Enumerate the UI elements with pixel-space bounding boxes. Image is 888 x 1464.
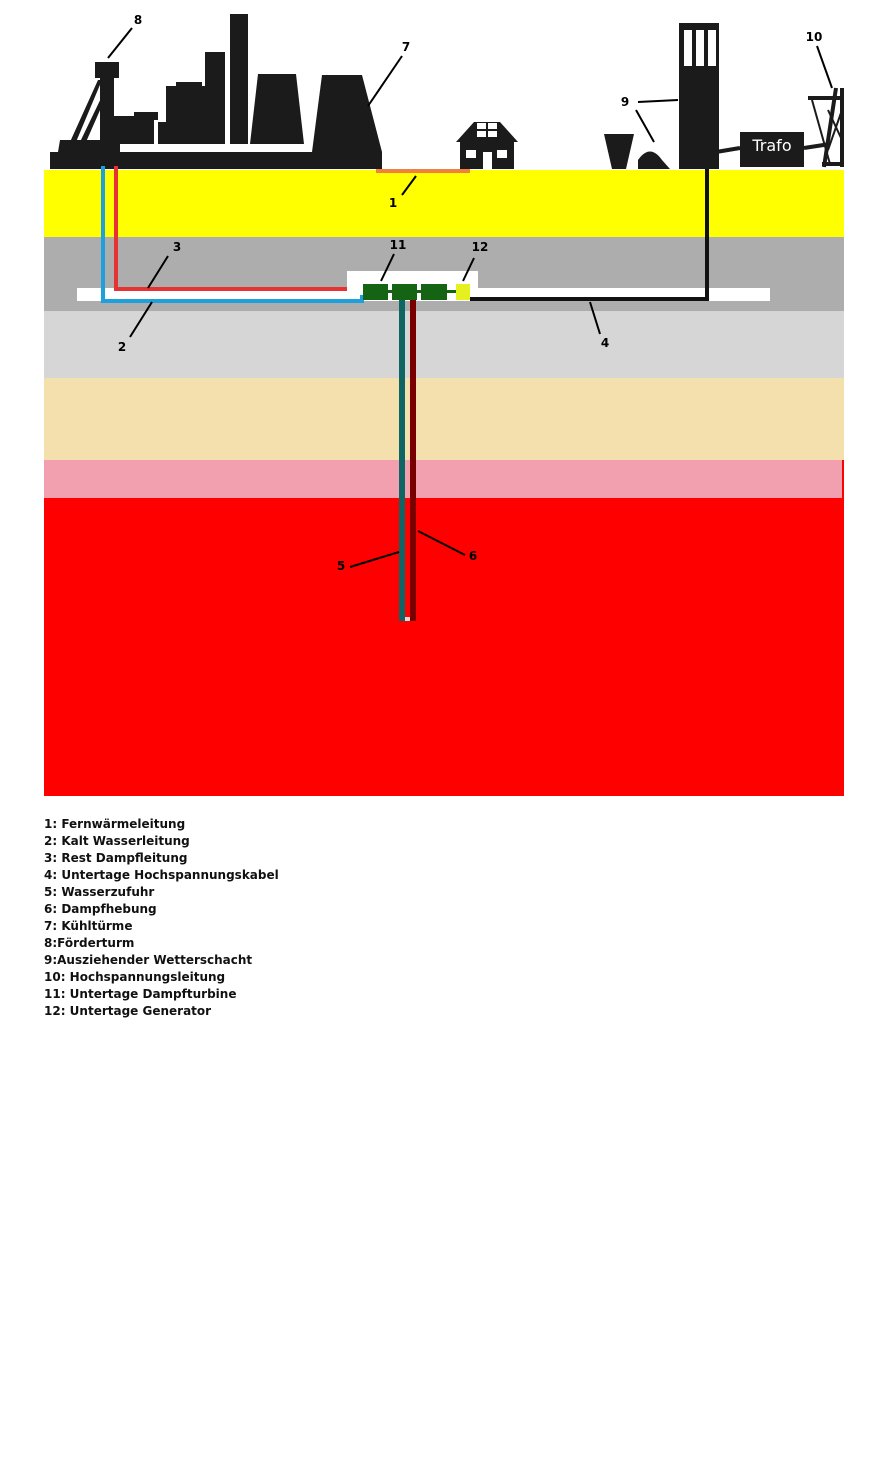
legend-item-5: 5: Wasserzufuhr xyxy=(44,885,155,899)
generator xyxy=(456,284,470,300)
legend-item-9: 9:Ausziehender Wetterschacht xyxy=(44,953,253,967)
industrial-skyline-icon xyxy=(50,14,382,169)
legend: 1: Fernwärmeleitung 2: Kalt Wasserleitun… xyxy=(44,816,279,1020)
house-icon xyxy=(456,122,518,169)
geothermal-plant-diagram: Trafo xyxy=(44,13,844,796)
hv-cable xyxy=(470,169,709,301)
callout-8: 8 xyxy=(134,13,142,27)
legend-item-4: 4: Untertage Hochspannungskabel xyxy=(44,868,279,882)
turbine-unit-2 xyxy=(392,284,417,300)
callout-2: 2 xyxy=(118,340,126,354)
layer-hot-zone xyxy=(44,498,844,796)
legend-item-10: 10: Hochspannungsleitung xyxy=(44,970,226,984)
callout-10: 10 xyxy=(806,30,823,44)
layer-hot-rock xyxy=(44,460,844,462)
legend-item-2: 2: Kalt Wasserleitung xyxy=(44,834,190,848)
layer-topsoil xyxy=(44,170,844,237)
callout-11: 11 xyxy=(390,238,407,252)
callout-numbers: 1 2 3 4 5 6 7 8 9 10 11 12 xyxy=(118,13,823,573)
turbine-generator xyxy=(363,284,470,300)
callout-3: 3 xyxy=(173,240,181,254)
trafo-label: Trafo xyxy=(751,136,791,155)
ventilation-shaft-tower-icon xyxy=(604,23,719,169)
callout-4: 4 xyxy=(601,336,609,350)
callout-1: 1 xyxy=(389,196,397,210)
legend-item-7: 7: Kühltürme xyxy=(44,919,133,933)
legend-item-3: 3: Rest Dampfleitung xyxy=(44,851,188,865)
residual-steam-pipe xyxy=(114,166,347,291)
layer-light-rock xyxy=(44,311,844,378)
callout-9: 9 xyxy=(621,95,629,109)
legend-item-11: 11: Untertage Dampfturbine xyxy=(44,987,237,1001)
turbine-unit-3 xyxy=(421,284,447,300)
transformer-icon: Trafo xyxy=(715,132,831,167)
callout-7: 7 xyxy=(402,40,410,54)
callout-leaders xyxy=(107,27,833,568)
callout-12: 12 xyxy=(472,240,489,254)
ground-layers xyxy=(44,170,844,796)
legend-item-12: 12: Untertage Generator xyxy=(44,1004,212,1018)
turbine-unit-1 xyxy=(363,284,388,300)
layer-hot-zone-edge xyxy=(842,460,844,498)
callout-5: 5 xyxy=(337,559,345,573)
power-pylon-icon xyxy=(808,87,844,168)
pipes-and-cables xyxy=(101,166,709,621)
layer-sand xyxy=(44,378,844,460)
layer-pink xyxy=(44,460,842,498)
legend-item-6: 6: Dampfhebung xyxy=(44,902,157,916)
cold-water-pipe xyxy=(101,166,364,303)
legend-item-1: 1: Fernwärmeleitung xyxy=(44,817,186,831)
callout-6: 6 xyxy=(469,549,477,563)
legend-item-8: 8:Förderturm xyxy=(44,936,135,950)
